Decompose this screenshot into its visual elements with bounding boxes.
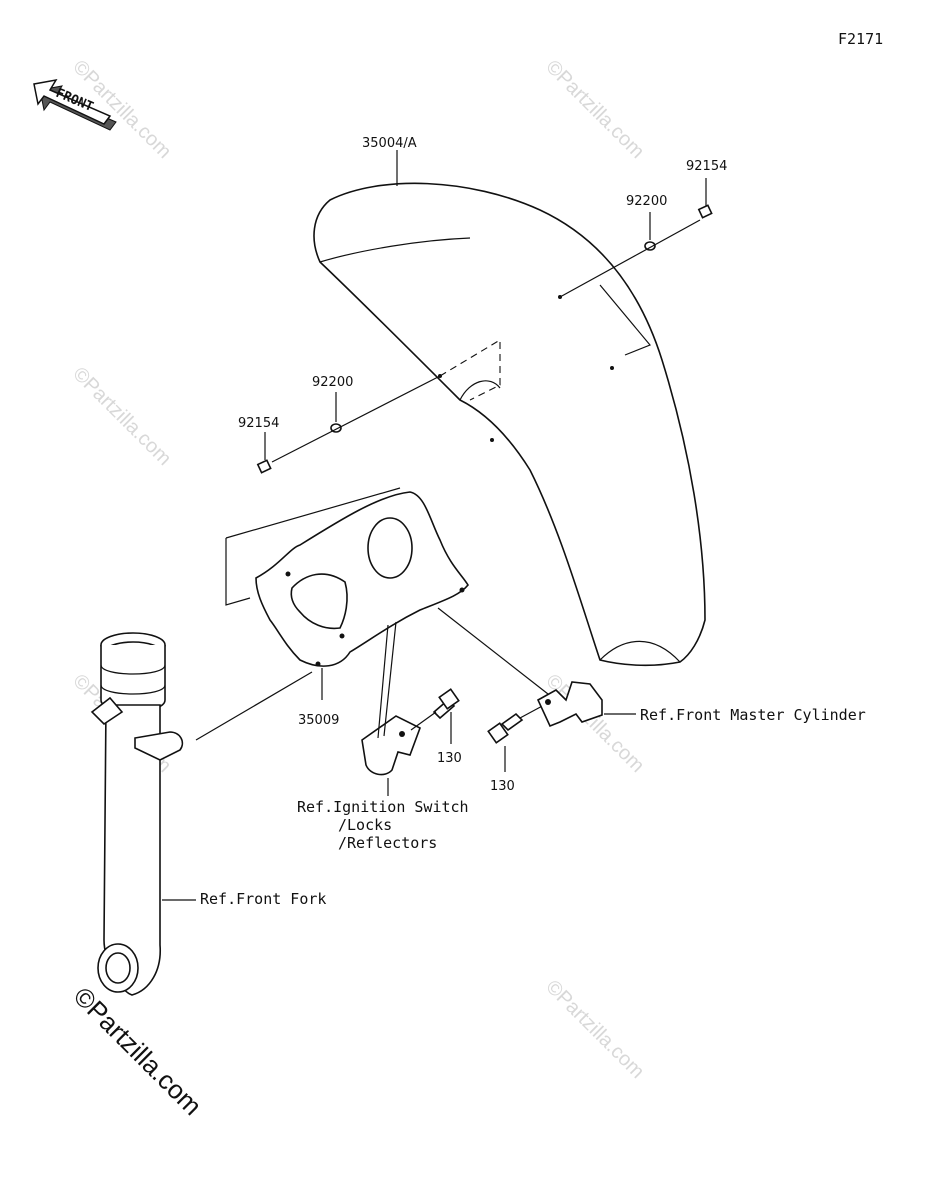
ignition-bracket (361, 715, 421, 776)
washer-right-icon (644, 212, 656, 251)
front-fork (90, 632, 184, 996)
watermark: ©Partzilla.com (541, 976, 648, 1083)
assembly-line-fork (195, 671, 313, 741)
diagram-code: F2171 (838, 30, 883, 48)
label-bolt-right: 92154 (686, 159, 727, 174)
label-washer-left: 92200 (312, 375, 353, 390)
label-ref-locks: /Locks (338, 816, 392, 834)
label-ref-reflectors: /Reflectors (338, 834, 437, 852)
assembly-line-left (271, 375, 441, 463)
label-ref-master-cylinder: Ref.Front Master Cylinder (640, 706, 866, 724)
assembly-line-ignition (383, 621, 397, 737)
fender-bracket (225, 487, 469, 667)
bolt-center-icon (432, 688, 460, 720)
bolt-right-icon (697, 178, 713, 219)
washer-left-icon (330, 392, 342, 433)
master-cylinder-bracket (536, 681, 603, 728)
bolt-left-icon (256, 432, 272, 474)
assembly-line-ignition-2 (377, 624, 389, 739)
label-bolt-lower: 130 (490, 779, 515, 794)
label-ref-front-fork: Ref.Front Fork (200, 890, 326, 908)
assembly-line-master-cylinder (437, 607, 549, 695)
assembly-line-right (559, 219, 701, 298)
label-fender-bracket: 35009 (298, 713, 339, 728)
label-front-fender: 35004/A (362, 136, 417, 151)
label-washer-right: 92200 (626, 194, 667, 209)
label-bolt-left: 92154 (238, 416, 279, 431)
bolt-lower-icon (487, 712, 524, 744)
watermark-main: ©Partzilla.com (68, 981, 208, 1121)
front-fender (313, 182, 706, 667)
label-bolt-center: 130 (437, 751, 462, 766)
watermark: ©Partzilla.com (541, 56, 648, 163)
label-ref-ignition-switch: Ref.Ignition Switch (297, 798, 469, 816)
watermark: ©Partzilla.com (68, 363, 175, 470)
assembly-line-bolt-center (410, 711, 437, 731)
